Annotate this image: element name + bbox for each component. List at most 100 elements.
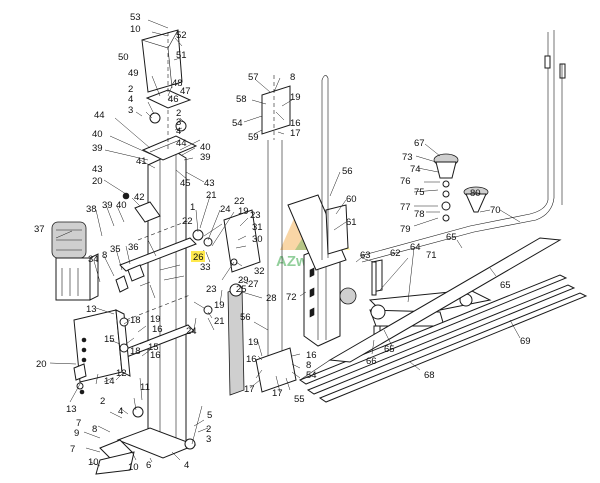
callout-27: 27 (248, 279, 259, 290)
callout-6: 6 (146, 460, 151, 471)
callout-2: 2 (206, 424, 211, 435)
callout-37: 37 (34, 224, 45, 235)
callout-13: 13 (86, 304, 97, 315)
arm-pads (371, 153, 489, 296)
callout-26: 26 (193, 252, 204, 263)
callout-55: 55 (294, 394, 305, 405)
callout-4: 4 (184, 460, 189, 471)
callout-71: 71 (426, 250, 437, 261)
callout-74: 74 (410, 164, 421, 175)
callout-10: 10 (88, 457, 99, 468)
callout-28: 28 (266, 293, 277, 304)
callout-56: 56 (342, 166, 353, 177)
carriage-assembly (287, 194, 383, 347)
callout-7: 7 (70, 444, 75, 455)
callout-22: 22 (182, 216, 193, 227)
callout-60: 60 (346, 194, 357, 205)
callout-20: 20 (36, 359, 47, 370)
callout-15: 15 (104, 334, 115, 345)
callout-23: 23 (250, 210, 261, 221)
callout-61: 61 (346, 217, 357, 228)
callout-80: 80 (470, 188, 481, 199)
callout-63: 63 (360, 250, 371, 261)
callout-36: 36 (128, 242, 139, 253)
callout-57: 57 (248, 72, 259, 83)
floor-rails (298, 237, 588, 403)
control-box (73, 309, 131, 383)
callout-39: 39 (200, 152, 211, 163)
callout-34: 34 (88, 254, 99, 265)
callout-78: 78 (414, 209, 425, 220)
left-post (95, 29, 198, 475)
callout-29: 29 (238, 275, 249, 286)
callout-24: 24 (220, 204, 231, 215)
callout-52: 52 (176, 30, 187, 41)
callout-20: 20 (92, 176, 103, 187)
callout-13: 13 (66, 404, 77, 415)
callout-8: 8 (290, 72, 295, 83)
callout-19: 19 (290, 92, 301, 103)
callout-19: 19 (214, 300, 225, 311)
callout-14: 14 (104, 376, 115, 387)
callout-65: 65 (500, 280, 511, 291)
callout-77: 77 (400, 202, 411, 213)
callout-16: 16 (290, 118, 301, 129)
callout-72: 72 (286, 292, 297, 303)
callout-65: 65 (446, 232, 457, 243)
callout-75: 75 (414, 187, 425, 198)
callout-16: 16 (150, 350, 161, 361)
callout-46: 46 (168, 94, 179, 105)
callout-23: 23 (206, 284, 217, 295)
callout-32: 32 (254, 266, 265, 277)
callout-35: 35 (110, 244, 121, 255)
callout-41: 41 (136, 156, 147, 167)
callout-42: 42 (134, 192, 145, 203)
callout-53: 53 (130, 12, 141, 23)
callout-40: 40 (116, 200, 127, 211)
callout-16: 16 (246, 354, 257, 365)
callout-39: 39 (102, 200, 113, 211)
callout-54: 54 (232, 118, 243, 129)
callout-3: 3 (128, 105, 133, 116)
callout-30: 30 (252, 234, 263, 245)
callout-16: 16 (306, 350, 317, 361)
callout-47: 47 (180, 86, 191, 97)
callout-10: 10 (130, 24, 141, 35)
callout-59: 59 (248, 132, 259, 143)
callout-44: 44 (176, 138, 187, 149)
callout-58: 58 (236, 94, 247, 105)
callout-19: 19 (248, 337, 259, 348)
callout-73: 73 (402, 152, 413, 163)
callout-43: 43 (204, 178, 215, 189)
callout-2: 2 (128, 84, 133, 95)
callout-21: 21 (206, 190, 217, 201)
callout-11: 11 (140, 382, 150, 393)
callout-5: 5 (207, 410, 212, 421)
middle-post (223, 75, 297, 396)
callout-17: 17 (272, 388, 283, 399)
callout-66: 66 (366, 356, 377, 367)
callout-3: 3 (206, 434, 211, 445)
callout-31: 31 (252, 222, 263, 233)
callout-76: 76 (400, 176, 411, 187)
callout-7: 7 (76, 418, 81, 429)
hardware (76, 192, 238, 450)
callout-40: 40 (200, 142, 211, 153)
callout-45: 45 (180, 178, 191, 189)
callout-48: 48 (172, 78, 183, 89)
callout-10: 10 (128, 462, 139, 473)
callout-79: 79 (400, 224, 411, 235)
hydraulic-pump (51, 221, 99, 301)
callout-69: 69 (520, 336, 531, 347)
callout-19: 19 (150, 314, 161, 325)
callout-38: 38 (86, 204, 97, 215)
callout-17: 17 (290, 128, 301, 139)
callout-43: 43 (92, 164, 103, 175)
callout-40: 40 (92, 129, 103, 140)
callout-25: 25 (236, 284, 247, 295)
callout-19: 19 (238, 206, 249, 217)
callout-67: 67 (414, 138, 425, 149)
callout-16: 16 (152, 324, 163, 335)
